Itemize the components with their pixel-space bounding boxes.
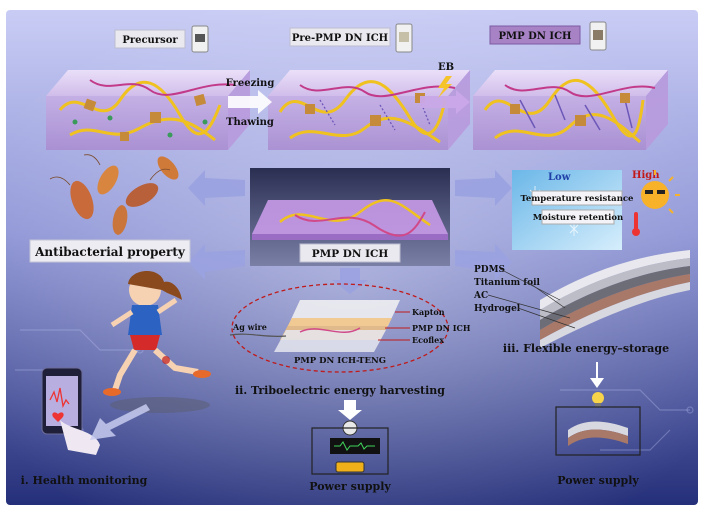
svg-text:PMP DN ICH: PMP DN ICH (412, 323, 471, 333)
pmp-label: PMP DN ICH (489, 25, 581, 45)
health-caption: i. Health monitoring (21, 474, 148, 487)
freezing-arrow (228, 90, 272, 114)
connector-arrows (188, 170, 512, 294)
tribo-caption: ii. Triboelectric energy harvesting (235, 384, 445, 397)
svg-text:High: High (632, 170, 660, 181)
bulb-circuit (555, 362, 641, 456)
vial-icon (395, 23, 413, 53)
tribo-power-circuit (311, 400, 389, 475)
energy-storage-layers (540, 250, 690, 348)
layer-labels: PDMS Titanium foil AC Hydrogel (473, 265, 576, 329)
svg-text:PMP DN ICH-TENG: PMP DN ICH-TENG (294, 356, 386, 366)
freezing-label: Freezing (226, 78, 275, 89)
bacteria-illustration (49, 154, 179, 235)
pre-pmp-block (268, 70, 470, 150)
svg-text:Pre-PMP DN ICH: Pre-PMP DN ICH (292, 33, 388, 44)
pre-pmp-label: Pre-PMP DN ICH (289, 27, 391, 47)
thawing-label: Thawing (226, 117, 274, 128)
flexible-storage-caption: iii. Flexible energy–storage (503, 342, 669, 355)
svg-text:PMP DN ICH: PMP DN ICH (312, 248, 389, 260)
thermometer-icon (632, 212, 640, 236)
pmp-block (473, 70, 668, 150)
temperature-moisture-panel: Low High Temperature resistance Moisture… (512, 170, 660, 250)
svg-text:PDMS: PDMS (474, 265, 505, 275)
sun-icon (641, 170, 680, 214)
svg-text:Kapton: Kapton (412, 307, 445, 317)
precursor-block (46, 70, 250, 150)
runner-girl (103, 270, 211, 413)
power-supply-center: Power supply (309, 480, 391, 493)
phone-in-hand (41, 367, 100, 455)
svg-text:Precursor: Precursor (122, 35, 178, 46)
lightning-icon (438, 76, 452, 98)
svg-text:Temperature resistance: Temperature resistance (521, 194, 635, 204)
power-supply-right: Power supply (557, 474, 639, 487)
svg-text:Low: Low (548, 172, 571, 183)
eb-arrow (420, 90, 470, 114)
teng-device (229, 283, 449, 373)
svg-text:Ag wire: Ag wire (232, 322, 267, 332)
svg-text:Hydrogel: Hydrogel (474, 304, 521, 314)
svg-text:Ecoflex: Ecoflex (412, 335, 444, 345)
center-hydrogel-panel: PMP DN ICH (250, 168, 450, 266)
eb-label: EB (438, 62, 454, 73)
svg-text:Titanium foil: Titanium foil (474, 278, 541, 288)
svg-text:AC: AC (473, 291, 488, 301)
svg-text:PMP DN ICH: PMP DN ICH (499, 31, 572, 42)
teng-labels: Kapton PMP DN ICH Ecoflex Ag wire PMP DN… (232, 307, 471, 366)
vial-icon (191, 25, 209, 53)
svg-text:Antibacterial property: Antibacterial property (34, 245, 186, 259)
precursor-label: Precursor (114, 29, 186, 49)
runner-to-phone-arrow (90, 404, 150, 440)
svg-text:Moisture retention: Moisture retention (533, 213, 623, 223)
vial-icon (589, 21, 607, 51)
antibacterial-label: Antibacterial property (29, 239, 191, 263)
